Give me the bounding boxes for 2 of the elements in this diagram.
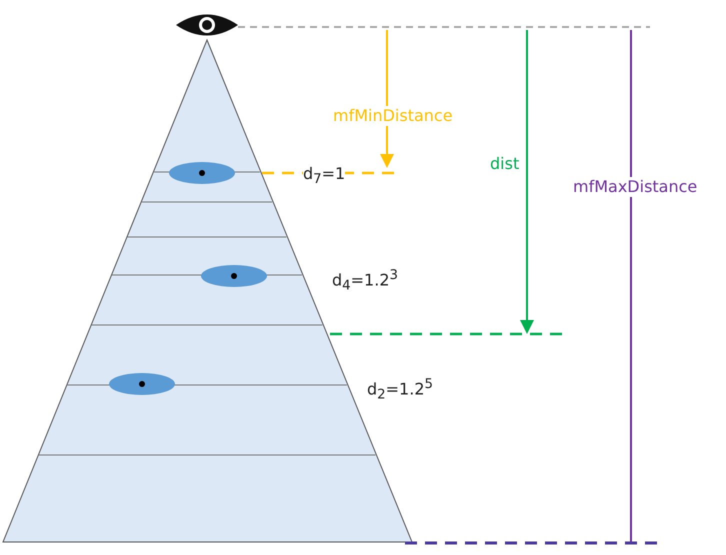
dimension-label: mfMinDistance xyxy=(333,106,453,126)
dimension-label: mfMaxDistance xyxy=(573,177,698,197)
